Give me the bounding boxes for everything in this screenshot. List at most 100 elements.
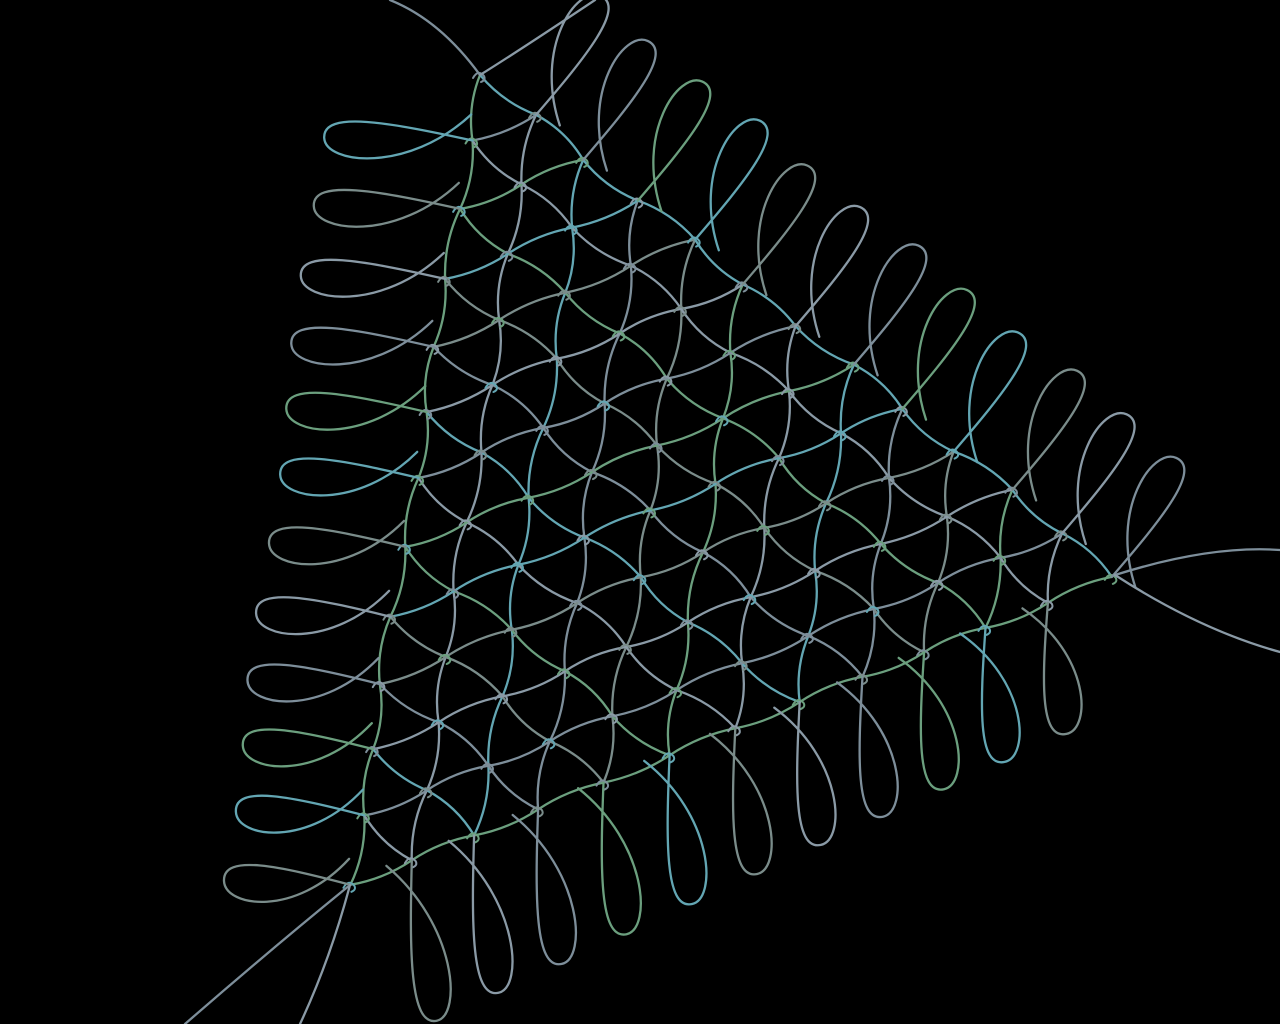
thread-crossing-loop <box>1054 530 1068 542</box>
thread-crossing-loop <box>499 250 514 262</box>
thread-loop <box>299 251 447 298</box>
thread-strand <box>389 407 904 618</box>
trailing-thread <box>478 0 597 77</box>
thread-crossing-loop <box>604 713 618 725</box>
thread-crossing-loop <box>1004 486 1018 498</box>
thread-loop <box>901 287 976 421</box>
thread-crossing-loop <box>491 317 505 328</box>
thread-loop <box>1021 601 1083 736</box>
thread-strand <box>443 199 639 281</box>
thread-loop <box>636 79 712 213</box>
thread-strand <box>425 283 744 414</box>
thread-crossing-loop <box>695 549 709 561</box>
thread-crossing-loop <box>715 415 729 427</box>
thread-crossing-loop <box>484 382 498 393</box>
thread-loop <box>241 722 375 768</box>
thread-crossing-loop <box>541 738 556 750</box>
thread-crossing-loop <box>894 405 908 417</box>
thread-crossing-loop <box>618 643 632 655</box>
thread-crossing-loop <box>576 534 590 546</box>
trailing-thread <box>1113 573 1280 654</box>
thread-loop <box>246 656 381 703</box>
thread-crossing-loop <box>642 507 656 519</box>
thread-strand <box>417 324 797 480</box>
thread-strand <box>458 158 585 211</box>
thread-loop <box>897 651 960 791</box>
thread-loop <box>534 0 610 127</box>
thread-crossing-loop <box>649 442 663 454</box>
thread-loop <box>708 727 773 876</box>
thread-crossing-loop <box>673 305 687 317</box>
trailing-thread <box>298 883 352 1024</box>
thread-crossing-loop <box>473 449 488 461</box>
thread-crossing-loop <box>916 649 930 661</box>
thread-strand <box>378 682 540 811</box>
thread-crossing-loop <box>418 787 433 799</box>
thread-crossing-loop <box>575 156 589 168</box>
thread-crossing-loop <box>807 567 821 579</box>
thread-strand <box>443 277 926 654</box>
thread-strand <box>1046 532 1064 605</box>
thread-crossing-loop <box>865 606 880 617</box>
thread-crossing-loop <box>833 430 847 442</box>
thread-crossing-loop <box>520 494 535 506</box>
thread-crossing-loop <box>687 236 701 248</box>
thread-crossing-loop <box>722 349 736 361</box>
thread-crossing-loop <box>556 668 571 680</box>
thread-strand <box>378 450 955 686</box>
thread-crossing-loop <box>992 554 1007 566</box>
thread-strand <box>432 238 697 349</box>
thread-crossing-loop <box>530 806 544 818</box>
thread-crossing-loop <box>596 400 611 412</box>
thread-crossing-loop <box>742 594 757 606</box>
thread-loop <box>511 808 577 966</box>
thread-loop <box>1011 368 1086 502</box>
thread-crossing-loop <box>557 289 571 301</box>
thread-crossing-loop <box>503 626 518 638</box>
thread-loop <box>741 163 817 297</box>
thread-loop <box>576 781 642 936</box>
thread-crossing-loop <box>661 752 676 764</box>
thread-crossing-loop <box>494 693 509 705</box>
thread-crossing-loop <box>800 632 814 644</box>
thread-crossing-loop <box>430 719 445 731</box>
thread-crossing-loop <box>727 725 741 737</box>
thread-crossing-loop <box>458 519 473 531</box>
thread-crossing-loop <box>881 474 895 486</box>
thread-crossing-loop <box>632 574 647 586</box>
thread-crossing-loop <box>569 600 583 611</box>
thread-loop <box>643 754 708 906</box>
thread-crossing-loop <box>513 181 528 193</box>
thread-loop <box>312 181 462 228</box>
thread-crossing-loop <box>622 262 637 274</box>
thread-crossing-loop <box>480 762 494 774</box>
thread-loop <box>447 834 514 995</box>
thread-crossing-loop <box>977 624 992 636</box>
thread-loop <box>693 118 769 252</box>
thread-loop <box>234 788 366 834</box>
thread-crossing-loop <box>938 513 953 525</box>
thread-crossing-loop <box>445 588 460 600</box>
thread-crossing-loop <box>584 469 598 481</box>
thread-crossing-loop <box>472 72 486 83</box>
thread-crossing-loop <box>629 197 644 209</box>
thread-strand <box>471 113 538 142</box>
thread-loop <box>582 38 657 172</box>
thread-crossing-loop <box>771 455 785 467</box>
thread-crossing-loop <box>611 330 626 342</box>
trailing-thread <box>388 0 482 77</box>
thread-crossing-loop <box>535 424 549 436</box>
thread-crossing-loop <box>668 687 683 699</box>
thread-strand <box>797 363 856 704</box>
thread-crossing-loop <box>930 579 944 591</box>
thread-crossing-loop <box>818 500 832 512</box>
thread-crossing-loop <box>945 448 960 460</box>
thread-loop <box>290 319 435 366</box>
thread-crossing-loop <box>595 779 610 791</box>
thread-crossing-loop <box>781 388 795 400</box>
thread-crossing-loop <box>787 323 802 335</box>
thread-strand <box>349 575 1113 886</box>
thread-loop <box>279 450 420 497</box>
thread-crossing-loop <box>466 832 480 844</box>
thread-loop <box>852 243 928 377</box>
